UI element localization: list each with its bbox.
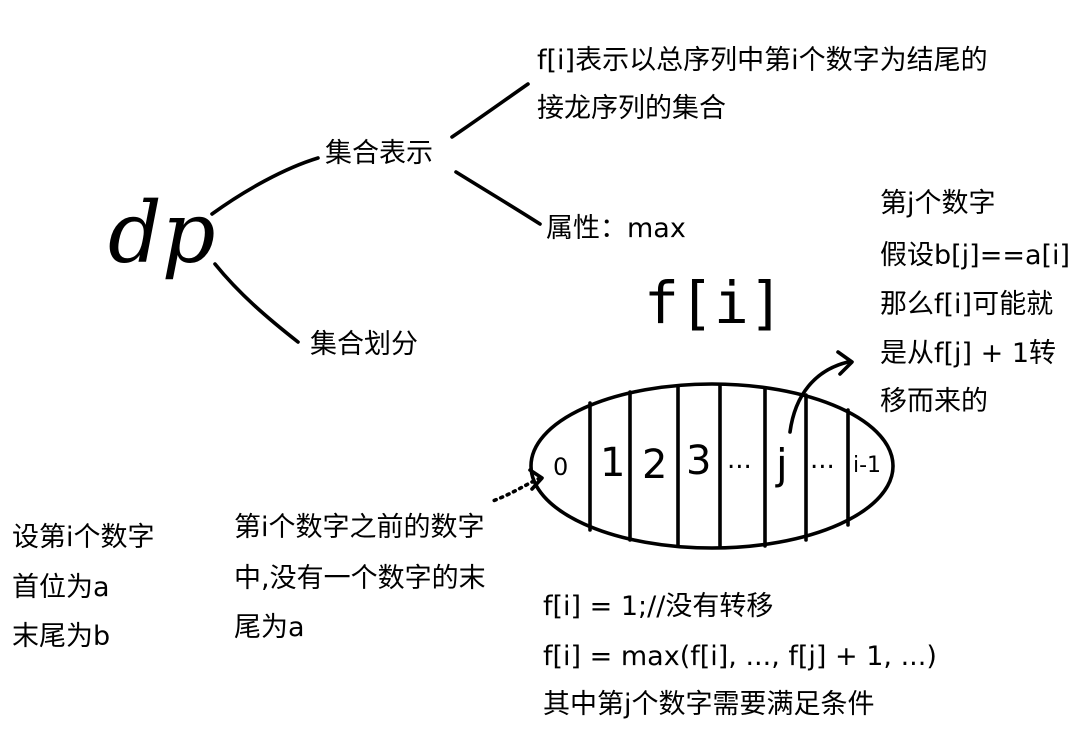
edge-to-property [454, 170, 542, 226]
sequence-cell: 1 [600, 440, 626, 486]
arrow-head-left [528, 468, 544, 491]
formula-line: 其中第j个数字需要满足条件 [543, 689, 875, 720]
set-partition-label: 集合划分 [310, 329, 418, 360]
note-middle-line: 尾为a [234, 612, 305, 643]
edge-dp-to-set-representation [210, 156, 320, 216]
edge-to-definition [450, 82, 530, 139]
note-right-line: 那么f[i]可能就 [880, 289, 1054, 320]
set-representation-label: 集合表示 [325, 138, 433, 169]
arrow-head-right [836, 350, 854, 376]
sequence-cell: ... [810, 445, 835, 475]
note-left-line: 设第i个数字 [12, 522, 155, 553]
note-right-line: 是从f[j] + 1转 [880, 338, 1057, 369]
sequence-cell: i-1 [853, 453, 882, 478]
note-left-line: 末尾为b [12, 621, 111, 652]
arrow-from-j [788, 360, 850, 434]
sequence-ellipse [529, 382, 895, 550]
root-label-dp: dp [108, 184, 216, 282]
sequence-cell: ... [727, 445, 752, 475]
sequence-cell: 0 [553, 453, 569, 481]
definition-line-1: f[i]表示以总序列中第i个数字为结尾的 [537, 45, 988, 76]
sequence-cell: 3 [686, 438, 712, 484]
property-label: 属性：max [546, 213, 686, 244]
note-middle-line: 第i个数字之前的数字 [234, 512, 485, 543]
sequence-cell: 2 [642, 442, 668, 488]
arrow-to-ellipse [488, 476, 542, 504]
note-left-line: 首位为a [12, 572, 110, 603]
handwritten-fi: f[i] [644, 269, 784, 337]
formula-line: f[i] = 1;//没有转移 [543, 591, 774, 622]
sequence-cell: j [776, 440, 788, 489]
note-middle-line: 中,没有一个数字的末 [234, 563, 486, 594]
note-right-line: 假设b[j]==a[i] [880, 240, 1071, 271]
formula-line: f[i] = max(f[i], ..., f[j] + 1, ...) [543, 641, 937, 672]
definition-line-2: 接龙序列的集合 [537, 93, 726, 124]
note-right-line: 第j个数字 [880, 188, 996, 219]
edge-dp-to-set-partition [213, 262, 300, 344]
note-right-line: 移而来的 [880, 386, 988, 417]
